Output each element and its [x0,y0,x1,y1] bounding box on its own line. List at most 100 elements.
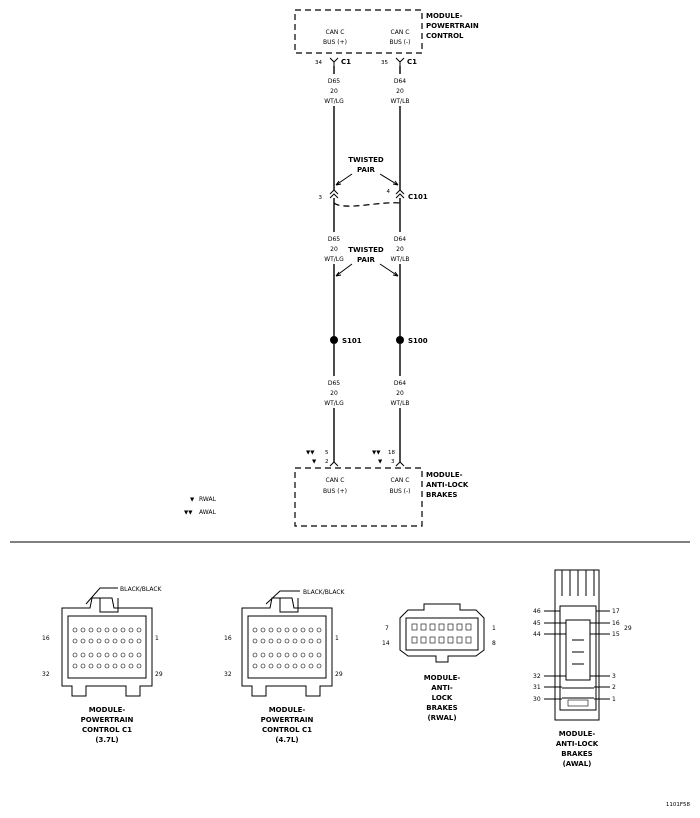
pcm-pin-left: 34 [315,60,322,66]
pcm-47-caption-1: MODULE- [269,706,306,714]
splice-s100-dot [396,336,404,344]
abs-awal-pin-17: 17 [612,608,620,615]
connector-pcm-37 [61,587,153,697]
abs-pin-right-bottom: 3 [391,459,395,465]
pcm-can-minus-2: BUS (-) [389,39,410,46]
pcm-37-color: BLACK/BLACK [120,586,163,593]
connector-pcm-47 [241,590,333,697]
abs-right-markers: ▼▼ [372,450,381,456]
svg-text:D64: D64 [394,236,406,243]
svg-text:D65: D65 [328,236,340,243]
pcm-can-plus-2: BUS (+) [323,39,347,46]
svg-text:WT/LG: WT/LG [324,98,344,105]
abs-can-minus-1: CAN C [391,477,410,484]
pcm-name-2: POWERTRAIN [426,22,479,30]
twisted-pair-lower-2: PAIR [357,256,376,264]
abs-right-marker-single: ▼ [378,459,383,465]
abs-awal-pin-44: 44 [533,631,541,638]
abs-rwal-caption-4: BRAKES [426,704,457,712]
pcm-c1-right-terminal [395,57,405,66]
pcm-37-pin-1: 1 [155,635,159,642]
c101-pin-right: 4 [387,189,391,195]
abs-awal-pin-16: 16 [612,620,620,627]
svg-text:D65: D65 [328,380,340,387]
wire-left-label-upper: D65 20 WT/LG [318,74,350,106]
abs-rwal-pin-8: 8 [492,640,496,647]
pcm-37-pin-29: 29 [155,671,163,678]
abs-name-3: BRAKES [426,491,457,499]
abs-awal-pin-31: 31 [533,684,541,691]
wire-right-label-lower: D64 20 WT/LB [384,376,416,408]
abs-left-markers: ▼▼ [306,450,315,456]
abs-awal-caption-4: (AWAL) [563,760,592,768]
abs-module-box [294,467,423,527]
svg-text:20: 20 [330,88,338,95]
abs-can-plus-2: BUS (+) [323,488,347,495]
twisted-pair-lower-1: TWISTED [348,246,384,254]
svg-text:20: 20 [396,390,404,397]
svg-text:WT/LB: WT/LB [390,400,409,407]
abs-can-minus-2: BUS (-) [389,488,410,495]
abs-name-1: MODULE- [426,471,463,479]
pcm-name-3: CONTROL [426,32,464,40]
svg-text:D64: D64 [394,78,406,85]
abs-awal-pin-1: 1 [612,696,616,703]
connector-abs-awal [554,569,600,721]
pcm-47-pin-16: 16 [224,635,232,642]
svg-text:WT/LB: WT/LB [390,98,409,105]
twisted-pair-upper-1: TWISTED [348,156,384,164]
wire-right-label-upper: D64 20 WT/LB [384,74,416,106]
abs-awal-caption-1: MODULE- [559,730,596,738]
pcm-37-pin-grid [72,627,142,669]
splice-s100-label: S100 [408,337,428,345]
legend-rwal-symbol: ▼ [190,497,195,503]
abs-awal-caption-3: BRAKES [561,750,592,758]
abs-awal-pin-15: 15 [612,631,620,638]
pcm-module-box [294,9,423,54]
twisted-pair-upper-arrow-left [335,173,353,186]
c101-label: C101 [408,193,428,201]
abs-rwal-pin-grid [411,623,472,644]
pcm-47-pin-grid [252,627,322,669]
pcm-37-pin-16: 16 [42,635,50,642]
abs-left-terminal [329,461,339,467]
pcm-37-caption-2: POWERTRAIN [81,716,134,724]
wire-right-label-middle: D64 20 WT/LB [384,232,416,264]
connector-abs-rwal [399,603,485,663]
abs-rwal-caption-2: ANTI- [431,684,453,692]
pcm-47-color: BLACK/BLACK [303,589,346,596]
svg-text:20: 20 [330,390,338,397]
pcm-37-caption-1: MODULE- [89,706,126,714]
abs-can-plus-1: CAN C [326,477,345,484]
wire-left-label-middle: D65 20 WT/LG [318,232,350,264]
abs-pin-right-top: 18 [388,450,395,456]
svg-text:20: 20 [396,246,404,253]
abs-rwal-caption-1: MODULE- [424,674,461,682]
abs-awal-pin-32: 32 [533,673,541,680]
c101-dashed-link [333,202,401,207]
legend-rwal-text: RWAL [199,496,217,503]
abs-awal-leader-lines [544,610,610,700]
svg-text:WT/LB: WT/LB [390,256,409,263]
legend-awal-symbol: ▼▼ [184,510,193,516]
svg-text:D65: D65 [328,78,340,85]
c101-left-terminal [329,189,339,199]
pcm-can-plus-1: CAN C [326,29,345,36]
twisted-pair-upper-arrow-right [379,173,399,186]
svg-text:WT/LG: WT/LG [324,256,344,263]
abs-awal-pin-46: 46 [533,608,541,615]
abs-rwal-pin-1: 1 [492,625,496,632]
abs-rwal-caption-3: LOCK [432,694,453,702]
abs-awal-pin-2: 2 [612,684,616,691]
pcm-47-pin-1: 1 [335,635,339,642]
abs-awal-pin-30: 30 [533,696,541,703]
pcm-c1-left-terminal [329,57,339,66]
pcm-47-pin-32: 32 [224,671,232,678]
pcm-name-1: MODULE- [426,12,463,20]
svg-text:WT/LG: WT/LG [324,400,344,407]
pcm-37-pin-32: 32 [42,671,50,678]
legend-awal-text: AWAL [199,509,216,516]
c101-right-terminal [395,189,405,199]
abs-right-terminal [395,461,405,467]
